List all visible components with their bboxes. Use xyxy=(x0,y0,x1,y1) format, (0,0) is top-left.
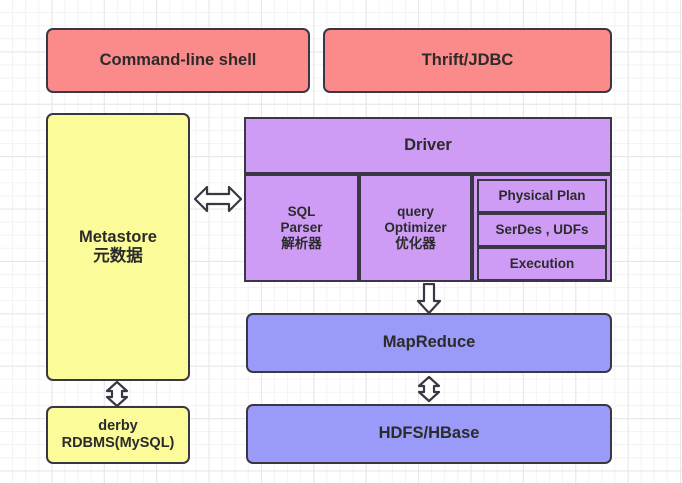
box-physical-plan[interactable]: Physical Plan xyxy=(477,179,607,213)
arrow-metastore-driver xyxy=(193,183,243,215)
arrow-driver-mapreduce xyxy=(415,283,443,314)
box-sql-parser[interactable]: SQL Parser 解析器 xyxy=(244,174,359,282)
box-execution[interactable]: Execution xyxy=(477,247,607,281)
box-command-line-shell[interactable]: Command-line shell xyxy=(46,28,310,93)
box-metastore[interactable]: Metastore 元数据 xyxy=(46,113,190,381)
box-serdes-udfs[interactable]: SerDes , UDFs xyxy=(477,213,607,247)
box-mapreduce[interactable]: MapReduce xyxy=(246,313,612,373)
arrow-mapreduce-hdfs xyxy=(415,375,443,403)
box-derby-rdbms[interactable]: derby RDBMS(MySQL) xyxy=(46,406,190,464)
box-thrift-jdbc[interactable]: Thrift/JDBC xyxy=(323,28,612,93)
box-query-optimizer[interactable]: query Optimizer 优化器 xyxy=(359,174,472,282)
arrow-metastore-derby xyxy=(103,381,131,407)
box-hdfs-hbase[interactable]: HDFS/HBase xyxy=(246,404,612,464)
box-driver[interactable]: Driver xyxy=(244,117,612,174)
